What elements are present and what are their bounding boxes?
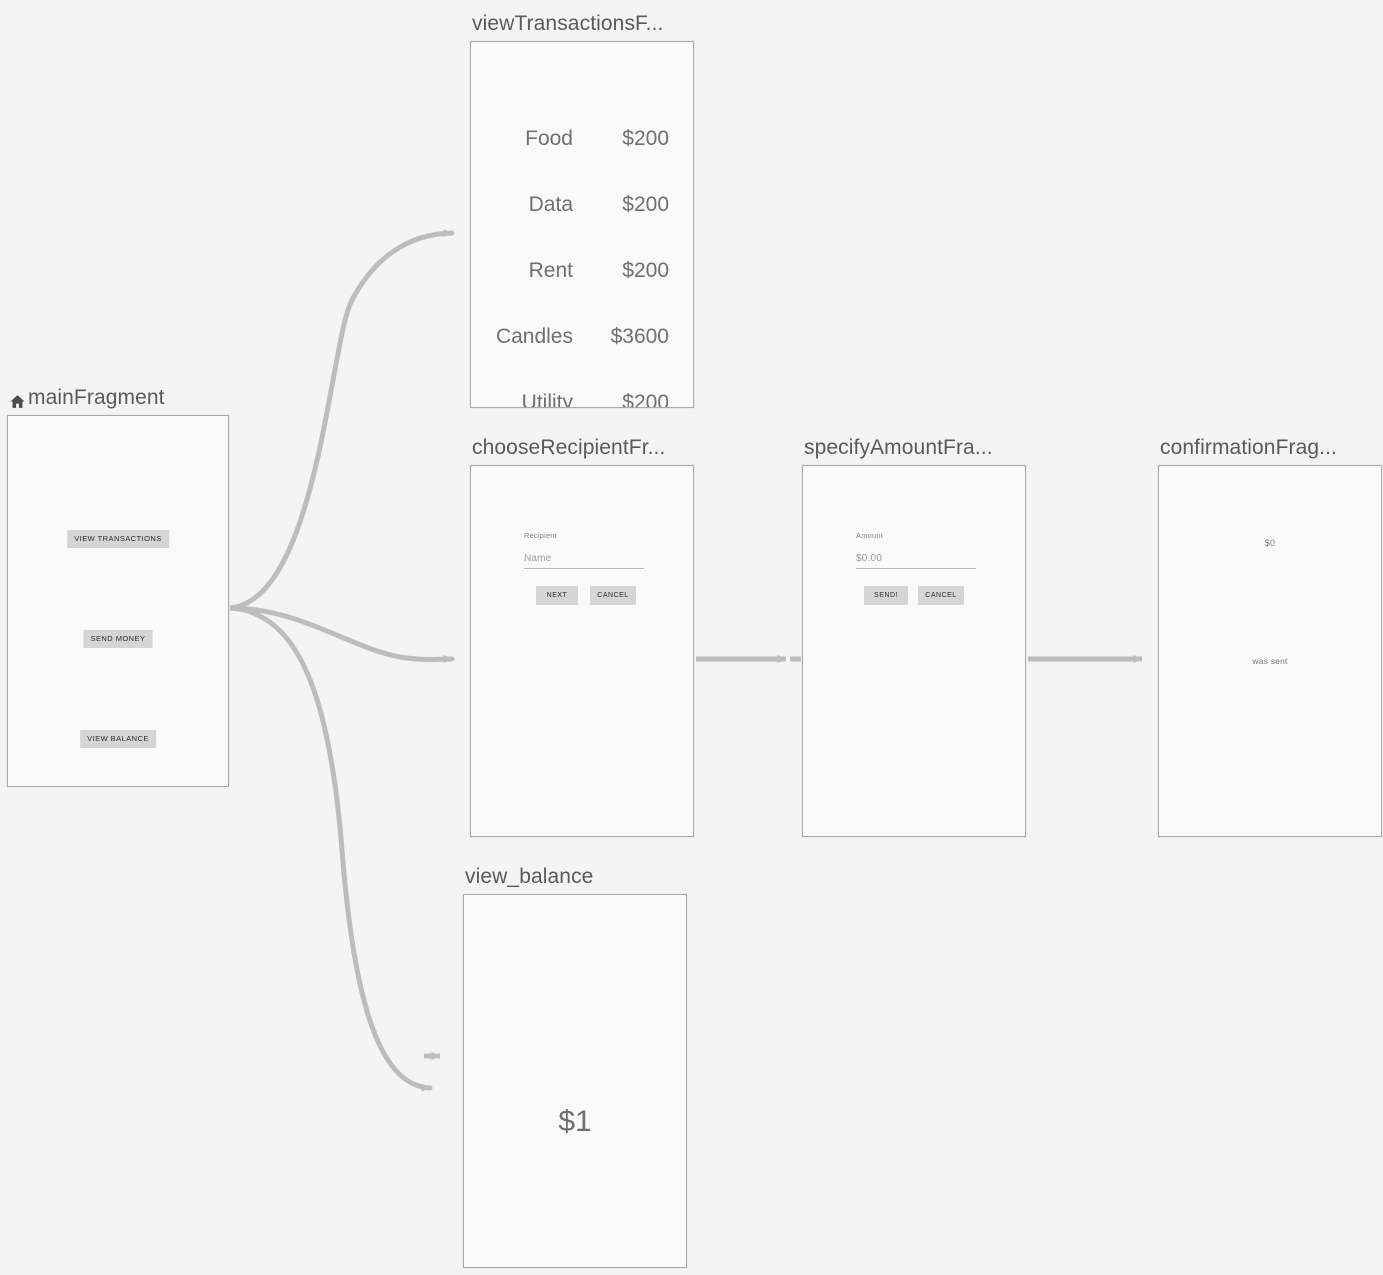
node-choose-recipient-fragment[interactable]: chooseRecipientFr... Recipient Name NEXT… xyxy=(470,435,694,837)
amount-input[interactable]: $0.00 xyxy=(856,553,976,569)
confirmation-message: was sent xyxy=(1252,656,1288,666)
node-main-fragment-title: mainFragment xyxy=(7,385,229,411)
node-specify-amount-title: specifyAmountFra... xyxy=(804,436,993,459)
recipient-name-input[interactable]: Name xyxy=(524,553,644,569)
balance-amount-text: $1 xyxy=(558,1105,592,1138)
node-view-balance-title: view_balance xyxy=(465,865,594,888)
next-button[interactable]: NEXT xyxy=(536,586,578,605)
node-view-transactions-title: viewTransactionsF... xyxy=(472,12,664,35)
home-icon xyxy=(9,391,26,408)
transaction-amount: $200 xyxy=(622,391,669,408)
recipient-field-label: Recipient xyxy=(524,531,558,540)
action-main-to-choose-recipient xyxy=(227,605,455,664)
choose-recipient-preview[interactable]: Recipient Name NEXT CANCEL xyxy=(470,465,694,837)
confirmation-preview[interactable]: $0 was sent xyxy=(1158,465,1382,837)
transaction-amount: $200 xyxy=(622,127,669,150)
action-main-to-view-transactions xyxy=(227,229,455,611)
preview-button-send-money[interactable]: SEND MONEY xyxy=(83,630,153,648)
node-choose-recipient-title: chooseRecipientFr... xyxy=(472,436,666,459)
preview-button-view-balance[interactable]: VIEW BALANCE xyxy=(80,730,156,748)
transaction-amount: $200 xyxy=(622,259,669,282)
node-specify-amount-fragment[interactable]: specifyAmountFra... Amount $0.00 SEND! C… xyxy=(802,435,1026,837)
transaction-row: Utility $200 xyxy=(471,391,693,408)
cancel-button[interactable]: CANCEL xyxy=(918,586,964,605)
transaction-amount: $3600 xyxy=(610,325,669,348)
transaction-label: Rent xyxy=(528,259,573,282)
transaction-row: Data $200 xyxy=(471,194,693,215)
node-confirmation-title: confirmationFrag... xyxy=(1160,436,1337,459)
node-main-fragment-label: mainFragment xyxy=(28,386,165,409)
main-fragment-preview[interactable]: VIEW TRANSACTIONS SEND MONEY VIEW BALANC… xyxy=(7,415,229,787)
send-button[interactable]: SEND! xyxy=(864,586,908,605)
transaction-row: Food $200 xyxy=(471,128,693,149)
transaction-row: Candles $3600 xyxy=(471,326,693,347)
cancel-button[interactable]: CANCEL xyxy=(590,586,636,605)
transaction-amount: $200 xyxy=(622,193,669,216)
specify-amount-preview[interactable]: Amount $0.00 SEND! CANCEL xyxy=(802,465,1026,837)
amount-field-label: Amount xyxy=(856,531,884,540)
view-balance-preview[interactable]: $1 xyxy=(463,894,687,1268)
transaction-label: Data xyxy=(528,193,573,216)
preview-button-view-transactions[interactable]: VIEW TRANSACTIONS xyxy=(67,530,169,548)
transaction-label: Food xyxy=(525,127,573,150)
node-view-balance[interactable]: view_balance $1 xyxy=(463,864,687,1268)
confirmation-amount: $0 xyxy=(1264,538,1276,548)
node-main-fragment[interactable]: mainFragment VIEW TRANSACTIONS SEND MONE… xyxy=(7,385,229,787)
node-view-transactions-fragment[interactable]: viewTransactionsF... Food $200 Data $200… xyxy=(470,11,694,408)
transaction-row: Rent $200 xyxy=(471,260,693,281)
node-confirmation-fragment[interactable]: confirmationFrag... $0 was sent xyxy=(1158,435,1382,837)
transaction-label: Utility xyxy=(521,391,573,408)
action-main-to-view-balance xyxy=(227,605,433,1092)
transaction-label: Candles xyxy=(495,325,573,348)
view-transactions-preview[interactable]: Food $200 Data $200 Rent $200 Candles $3… xyxy=(470,41,694,408)
